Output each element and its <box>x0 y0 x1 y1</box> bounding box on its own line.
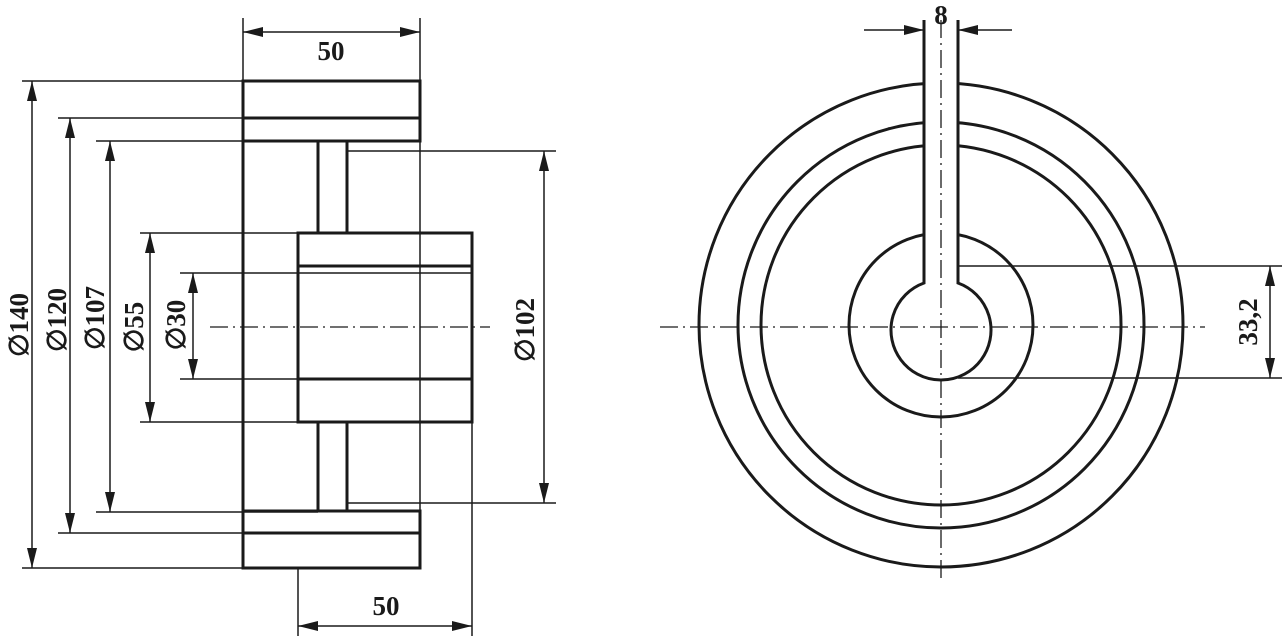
width-label-bottom: 50 <box>373 591 400 621</box>
diameter-label-102: ∅102 <box>510 298 540 362</box>
diameter-extension-lines <box>22 18 556 636</box>
key-depth-label: 33,2 <box>1233 298 1263 345</box>
rim-cover-bottom <box>241 531 422 570</box>
hub-top <box>296 231 474 268</box>
front-view: 8 33,2 <box>660 0 1282 582</box>
hub-bottom <box>296 377 474 424</box>
section-view: 50 50 ∅140 ∅120 ∅107 ∅55 ∅30 ∅102 <box>4 18 556 636</box>
key-width-label: 8 <box>934 0 948 30</box>
width-label-top: 50 <box>318 36 345 66</box>
web-top <box>316 139 349 235</box>
diameter-label-55: ∅55 <box>119 302 149 353</box>
diameter-label-140: ∅140 <box>4 293 34 357</box>
rim-cover-top <box>241 79 422 120</box>
rim-top <box>241 116 422 143</box>
diameter-label-107: ∅107 <box>80 286 110 350</box>
web-bottom <box>316 420 349 513</box>
rim-bottom <box>241 509 422 535</box>
diameter-label-120: ∅120 <box>42 288 72 352</box>
diameter-label-30: ∅30 <box>161 300 191 351</box>
